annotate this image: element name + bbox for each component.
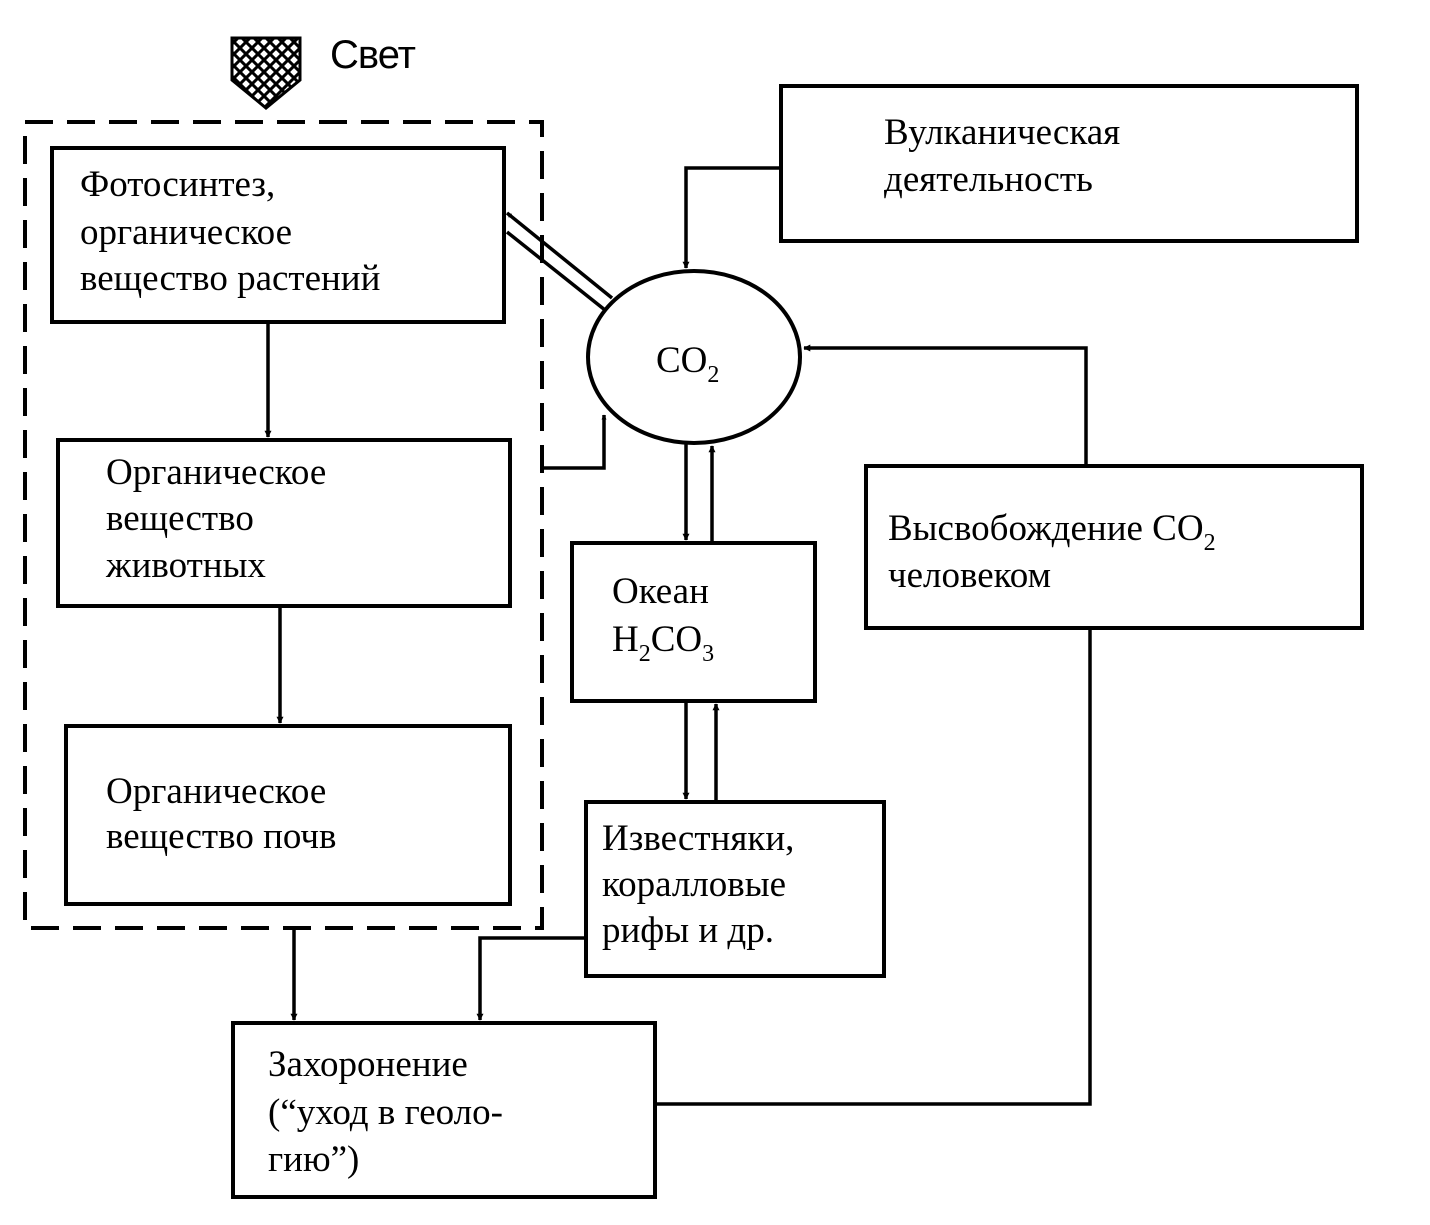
co2-label: CO2	[656, 340, 719, 388]
connectors	[264, 166, 1092, 1106]
photosynthesis-label: Фотосинтез, органическое вещество растен…	[80, 164, 380, 299]
burial-label: Захоронение (“уход в геоло- гию”)	[268, 1044, 512, 1180]
volcanic-label: Вулканическая деятельность	[884, 112, 1129, 200]
ocean-label: Океан	[612, 571, 709, 612]
line-burial-to-human	[655, 628, 1092, 1106]
animals-label: Органическое вещество животных	[105, 452, 336, 586]
arrow-biosphere-to-co2	[542, 414, 607, 470]
soil-label: Органическое вещество почв	[106, 771, 337, 857]
node-animals: Органическое вещество животных	[56, 438, 512, 608]
arrow-co2-to-photo	[505, 211, 614, 312]
arrow-human-to-co2	[803, 344, 1088, 466]
node-burial: Захоронение (“уход в геоло- гию”)	[231, 1021, 657, 1199]
human-release-label: Высвобождение CO2	[888, 508, 1216, 556]
node-human-release: Высвобождение CO2 человеком	[864, 464, 1364, 630]
limestone-label: Известняки, коралловые рифы и др.	[602, 818, 804, 951]
biosphere-boundary	[23, 120, 544, 930]
human-release-label-2: человеком	[888, 555, 1051, 596]
node-limestone: Известняки, коралловые рифы и др.	[584, 800, 886, 978]
node-soil: Органическое вещество почв	[64, 724, 512, 906]
light-arrow-icon	[230, 36, 302, 110]
node-volcanic: Вулканическая деятельность	[779, 84, 1359, 243]
arrow-limestone-to-burial	[476, 936, 586, 1021]
light-label: Свет	[330, 33, 416, 77]
node-photosynthesis: Фотосинтез, органическое вещество растен…	[50, 146, 506, 324]
arrow-volcanic-to-co2	[682, 166, 781, 269]
ocean-formula: H2CO3	[612, 619, 714, 667]
node-co2: CO2	[586, 269, 802, 445]
light-indicator: Свет	[230, 33, 417, 110]
node-ocean: Океан H2CO3	[570, 541, 817, 703]
